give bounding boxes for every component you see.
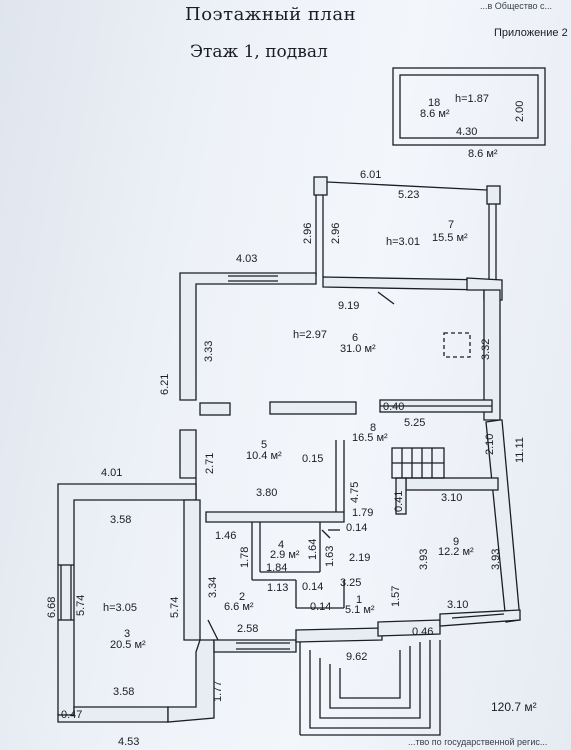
dim-6-21: 6.21 <box>159 373 171 395</box>
room-8-number: 8 <box>370 422 377 434</box>
page-title: Поэтажный план <box>185 4 357 25</box>
dim-4-01: 4.01 <box>101 467 123 479</box>
room-2-area: 6.6 м² <box>224 601 254 613</box>
dim-5-74-right: 5.74 <box>169 596 181 618</box>
inset-room-number: 18 <box>428 97 441 109</box>
dim-1-78: 1.78 <box>239 546 251 568</box>
dim-3-34: 3.34 <box>207 576 219 598</box>
dim-4-75: 4.75 <box>349 481 361 503</box>
appendix-label: Приложение 2 <box>494 27 568 39</box>
room-9-number: 9 <box>453 536 460 548</box>
room-7-area: 15.5 м² <box>432 232 468 244</box>
room-5-number: 5 <box>261 439 268 451</box>
dim-0-41: 0.41 <box>393 490 405 512</box>
dim-3-93-right: 3.93 <box>490 548 502 570</box>
dim-1-13: 1.13 <box>267 582 289 594</box>
inset-area: 8.6 м² <box>420 108 450 120</box>
dim-2-96-right: 2.96 <box>330 222 342 244</box>
dim-1-79: 1.79 <box>352 507 374 519</box>
room-7-height: h=3.01 <box>386 236 420 248</box>
page-subtitle: Этаж 1, подвал <box>190 42 328 62</box>
dim-3-10-upper: 3.10 <box>441 492 463 504</box>
dim-0-15: 0.15 <box>302 453 324 465</box>
dim-3-32: 3.32 <box>480 338 492 360</box>
wall-north <box>322 276 490 291</box>
dim-6-68: 6.68 <box>46 596 58 618</box>
dim-2-10: 2.10 <box>484 433 496 455</box>
dim-1-46: 1.46 <box>215 530 237 542</box>
room-3-height: h=3.05 <box>103 602 137 614</box>
dim-0-14-b: 0.14 <box>302 581 324 593</box>
room-4-number: 4 <box>278 539 285 551</box>
room-3-area: 20.5 м² <box>110 639 146 651</box>
dim-1-64: 1.64 <box>307 538 319 560</box>
room-3-number: 3 <box>124 628 131 640</box>
dim-2-58: 2.58 <box>237 623 259 635</box>
dim-11-11: 11.11 <box>514 437 526 463</box>
dim-9-19: 9.19 <box>338 300 360 312</box>
total-area: 120.7 м² <box>491 700 537 714</box>
room-4-area: 2.9 м² <box>270 549 300 561</box>
dim-3-10-lower: 3.10 <box>447 599 469 611</box>
dim-1-84: 1.84 <box>266 562 288 574</box>
room-6-height: h=2.97 <box>293 329 327 341</box>
room-2-number: 2 <box>239 591 246 603</box>
top-note: ...в Общество с... <box>480 1 553 11</box>
room-8-area: 16.5 м² <box>352 432 388 444</box>
dim-1-57: 1.57 <box>390 585 402 607</box>
dim-4-03: 4.03 <box>236 253 258 265</box>
dim-1-77: 1.77 <box>212 680 224 702</box>
dim-3-25: 3.25 <box>340 577 362 589</box>
room-1-area: 5.1 м² <box>345 604 375 616</box>
inset-width: 4.30 <box>456 126 478 138</box>
dim-5-23: 5.23 <box>398 189 420 201</box>
wall-north-west <box>179 272 317 401</box>
dim-0-47: 0.47 <box>61 709 83 721</box>
footer-note: ...тво по государственной регис... <box>408 737 548 747</box>
inset-depth: 2.00 <box>514 100 526 122</box>
room-9-area: 12.2 м² <box>438 546 474 558</box>
dim-2-71: 2.71 <box>204 452 216 474</box>
dim-5-74-left: 5.74 <box>75 594 87 616</box>
dim-4-53: 4.53 <box>118 736 140 748</box>
wall-post-left <box>313 176 328 196</box>
dim-6-01: 6.01 <box>360 169 382 181</box>
dim-3-80: 3.80 <box>256 487 278 499</box>
dim-5-25: 5.25 <box>404 417 426 429</box>
dim-1-63: 1.63 <box>324 545 336 567</box>
dim-3-93-left: 3.93 <box>418 548 430 570</box>
dim-0-40: 0.40 <box>383 401 405 413</box>
dim-3-33: 3.33 <box>203 340 215 362</box>
room-7-number: 7 <box>448 219 455 231</box>
room-6-area: 31.0 м² <box>340 343 376 355</box>
dim-2-96-left: 2.96 <box>302 222 314 244</box>
room-5-area: 10.4 м² <box>246 450 282 462</box>
inset-height: h=1.87 <box>455 93 489 105</box>
room-1-number: 1 <box>356 594 363 606</box>
dim-9-62: 9.62 <box>346 651 368 663</box>
room-6-number: 6 <box>352 332 359 344</box>
inset-below-area: 8.6 м² <box>468 148 498 160</box>
dim-0-14-c: 0.14 <box>310 601 332 613</box>
dim-2-19: 2.19 <box>349 552 371 564</box>
dim-3-58-upper: 3.58 <box>110 514 132 526</box>
dim-0-46: 0.46 <box>412 626 434 638</box>
dim-0-14-a: 0.14 <box>346 522 368 534</box>
wall-post-right <box>486 185 501 205</box>
dim-3-58-lower: 3.58 <box>113 686 135 698</box>
inset-inner-wall <box>399 74 539 139</box>
inset-outer-wall <box>392 67 546 146</box>
